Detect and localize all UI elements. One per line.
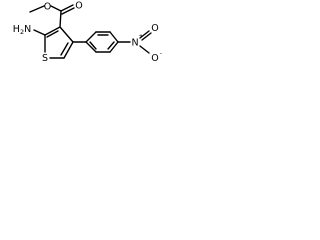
bond-c3-c2-inner — [46, 30, 59, 38]
bond-o-carbonyl-c — [50, 5, 62, 12]
bond-ph-inner-2 — [107, 41, 115, 50]
bond-ph-1 — [85, 31, 97, 43]
nitro-nitrogen-charge: + — [138, 33, 143, 40]
carbonyl-oxygen-label: O — [75, 1, 82, 12]
nitro-oxygen-charge: - — [160, 50, 162, 57]
bond-n-o2 — [139, 45, 150, 54]
bond-amine-c2 — [33, 29, 46, 36]
nitro-nitrogen-label: N — [131, 38, 138, 49]
amine-label: H2N — [13, 24, 31, 36]
nitro-oxygen-lower-label: O — [151, 53, 158, 64]
bond-ph-3 — [109, 31, 119, 43]
bonds — [29, 4, 152, 59]
thiophene-sulfur-label: S — [42, 53, 48, 64]
bond-carbonyl-double-1 — [60, 4, 74, 12]
bond-c4-c3 — [59, 26, 74, 43]
atom-labels: O O H2N S N + O O - — [13, 1, 162, 65]
bond-n-o1-b — [141, 32, 152, 41]
bond-c5-c4-inner — [60, 42, 69, 56]
methoxy-oxygen-label: O — [44, 2, 51, 13]
bond-ph-4 — [109, 41, 119, 53]
bond-ph-6 — [85, 41, 97, 53]
nitro-oxygen-upper-label: O — [151, 23, 158, 34]
bond-methyl-o — [29, 5, 45, 13]
bond-c5-c4 — [63, 41, 74, 59]
bond-carbonyl-double-2 — [61, 7, 75, 15]
bond-ph-inner-3 — [89, 41, 97, 50]
bond-c3-c2 — [44, 26, 61, 36]
chemical-structure: O O H2N S N + O O - — [13, 1, 162, 65]
bond-carbonyl-c3 — [59, 10, 62, 28]
bond-n-o1-a — [139, 30, 150, 39]
